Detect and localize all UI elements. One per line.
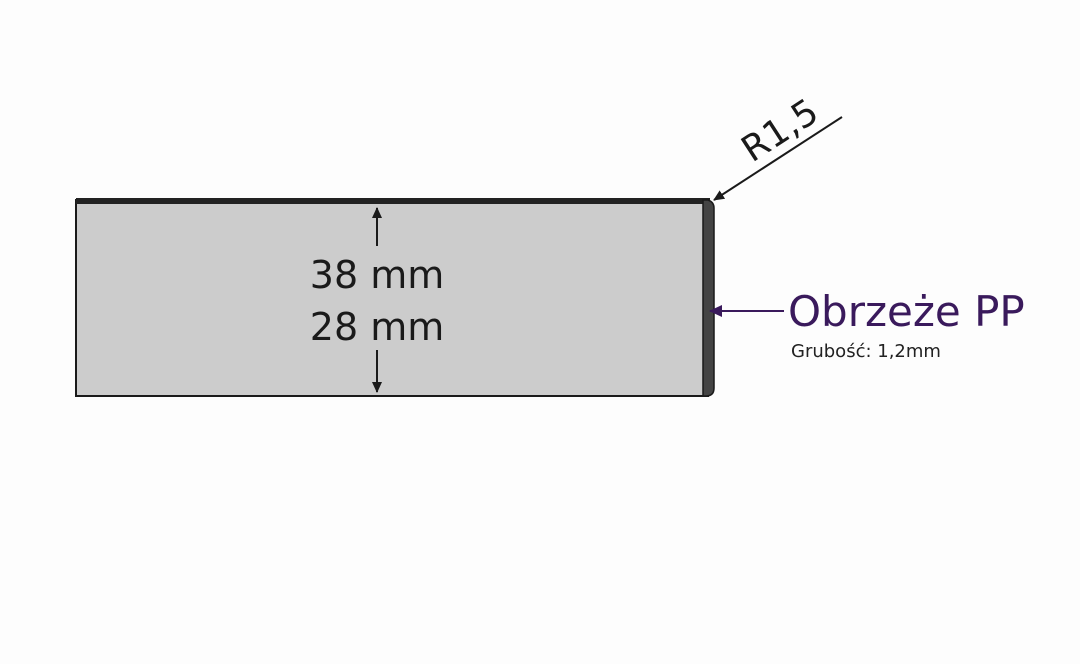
board-top-laminate bbox=[76, 198, 710, 204]
thickness-label-38: 38 mm bbox=[310, 253, 444, 297]
board-body bbox=[75, 199, 709, 397]
radius-leader-line bbox=[713, 116, 843, 201]
edge-band-title: Obrzeże PP bbox=[788, 287, 1025, 336]
radius-label: R1,5 bbox=[735, 91, 826, 170]
edge-band-subtitle: Grubość: 1,2mm bbox=[791, 341, 941, 362]
thickness-label-28: 28 mm bbox=[310, 305, 444, 349]
edge-band bbox=[702, 199, 715, 397]
